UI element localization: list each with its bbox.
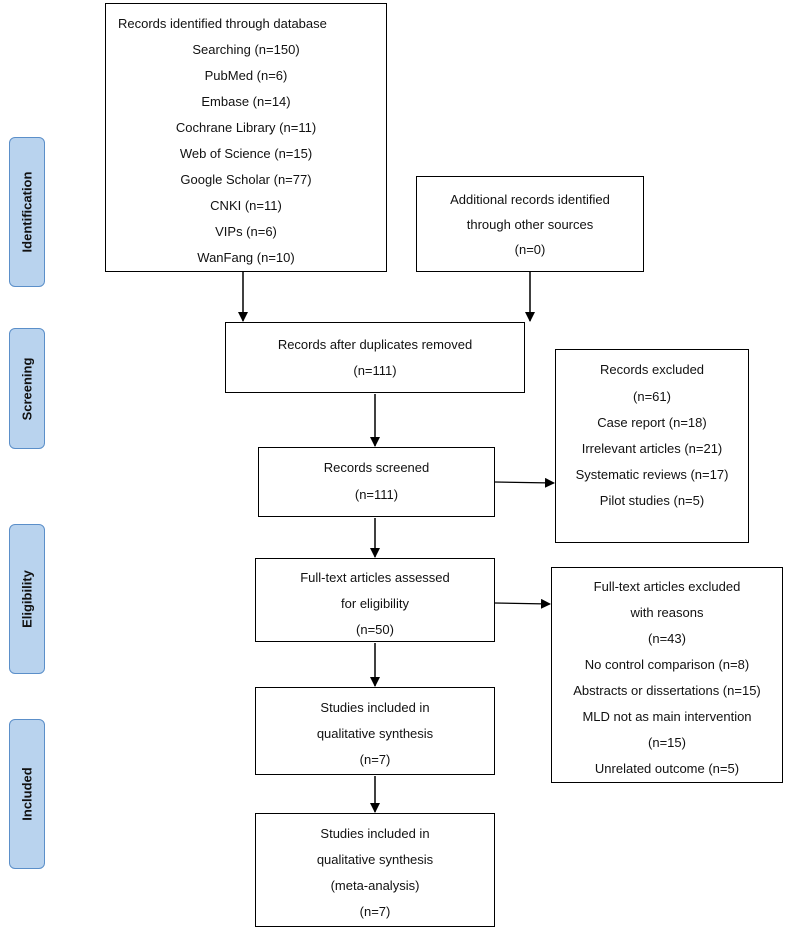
fulltext-line: Full-text articles assessed <box>300 570 450 585</box>
additional-line: (n=0) <box>514 242 546 257</box>
records-excluded-box: Records excluded (n=61) Case report (n=1… <box>555 349 749 543</box>
fulltext-excluded-line: Full-text articles excluded <box>593 579 741 594</box>
database-line: Records identified through database <box>118 16 327 31</box>
stage-included: Included <box>9 719 45 869</box>
fulltext-excluded-line: Abstracts or dissertations (n=15) <box>573 683 761 698</box>
database-line: PubMed (n=6) <box>204 68 288 83</box>
screened-line: (n=111) <box>354 487 399 502</box>
database-line: CNKI (n=11) <box>210 198 282 213</box>
meta-line: qualitative synthesis <box>316 852 434 867</box>
stage-eligibility: Eligibility <box>9 524 45 674</box>
excluded-line: Irrelevant articles (n=21) <box>581 441 723 456</box>
database-line: Google Scholar (n=77) <box>180 172 312 187</box>
screened-line: Records screened <box>323 460 430 475</box>
additional-line: through other sources <box>466 217 594 232</box>
meta-line: (meta-analysis) <box>330 878 420 893</box>
qualitative-line: Studies included in <box>320 700 430 715</box>
fulltext-excluded-box: Full-text articles excluded with reasons… <box>551 567 783 783</box>
meta-analysis-box: Studies included in qualitative synthesi… <box>255 813 495 927</box>
fulltext-excluded-line: with reasons <box>630 605 704 620</box>
database-line: Searching (n=150) <box>192 42 300 57</box>
after-duplicates-line: Records after duplicates removed <box>277 337 473 352</box>
qualitative-line: (n=7) <box>359 752 391 767</box>
fulltext-excluded-line: Unrelated outcome (n=5) <box>594 761 740 776</box>
arrow-screened-to-excluded <box>494 477 555 488</box>
fulltext-excluded-line: No control comparison (n=8) <box>584 657 750 672</box>
qualitative-synthesis-box: Studies included in qualitative synthesi… <box>255 687 495 775</box>
database-line: WanFang (n=10) <box>197 250 295 265</box>
database-line: Web of Science (n=15) <box>179 146 313 161</box>
excluded-line: Case report (n=18) <box>597 415 707 430</box>
stage-identification: Identification <box>9 137 45 287</box>
fulltext-excluded-line: MLD not as main intervention <box>582 709 752 724</box>
database-records-box: Records identified through database Sear… <box>105 3 387 272</box>
database-line: Embase (n=14) <box>201 94 291 109</box>
records-screened-box: Records screened (n=111) <box>258 447 495 517</box>
excluded-line: Pilot studies (n=5) <box>599 493 705 508</box>
after-duplicates-line: (n=111) <box>353 363 397 378</box>
qualitative-line: qualitative synthesis <box>316 726 434 741</box>
fulltext-excluded-line: (n=43) <box>648 631 686 646</box>
after-duplicates-box: Records after duplicates removed (n=111) <box>225 322 525 393</box>
additional-line: Additional records identified <box>450 192 610 207</box>
fulltext-line: for eligibility <box>341 596 409 611</box>
additional-records-box: Additional records identified through ot… <box>416 176 644 272</box>
fulltext-assessed-box: Full-text articles assessed for eligibil… <box>255 558 495 642</box>
fulltext-line: (n=50) <box>356 622 394 637</box>
database-line: Cochrane Library (n=11) <box>175 120 317 135</box>
fulltext-excluded-line: (n=15) <box>648 735 686 750</box>
excluded-line: Records excluded <box>599 362 705 377</box>
meta-line: Studies included in <box>320 826 430 841</box>
meta-line: (n=7) <box>359 904 391 919</box>
excluded-line: (n=61) <box>633 389 671 404</box>
arrow-fulltext-to-excluded <box>494 598 551 609</box>
database-line: VIPs (n=6) <box>215 224 277 239</box>
excluded-line: Systematic reviews (n=17) <box>575 467 729 482</box>
stage-screening: Screening <box>9 328 45 449</box>
